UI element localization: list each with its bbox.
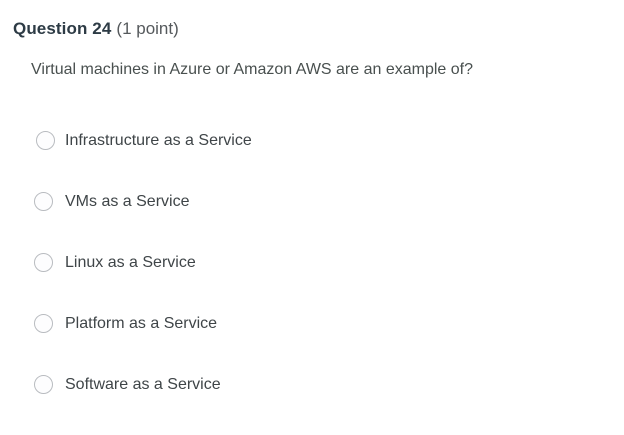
question-header: Question 24(1 point) [13,18,179,40]
answer-option-label-4: Platform as a Service [65,314,218,332]
answer-option-label-3: Linux as a Service [65,253,196,271]
question-number-label: Question 24 [13,19,112,38]
radio-unchecked-icon[interactable] [34,253,53,272]
radio-unchecked-icon[interactable] [34,375,53,394]
radio-unchecked-icon[interactable] [34,314,53,333]
radio-unchecked-icon[interactable] [36,131,55,150]
question-points-label: (1 point) [116,19,179,38]
answer-option-row-4[interactable]: Platform as a Service [0,293,624,354]
answer-option-row-3[interactable]: Linux as a Service [0,232,624,293]
answer-options-list: Infrastructure as a Service VMs as a Ser… [0,110,624,415]
answer-option-row-5[interactable]: Software as a Service [0,354,624,415]
radio-unchecked-icon[interactable] [34,192,53,211]
answer-option-row-1[interactable]: Infrastructure as a Service [0,110,624,171]
answer-option-label-1: Infrastructure as a Service [65,131,252,149]
answer-option-label-5: Software as a Service [65,375,221,393]
question-stem-text: Virtual machines in Azure or Amazon AWS … [31,61,474,78]
answer-option-row-2[interactable]: VMs as a Service [0,171,624,232]
answer-option-label-2: VMs as a Service [65,192,190,210]
